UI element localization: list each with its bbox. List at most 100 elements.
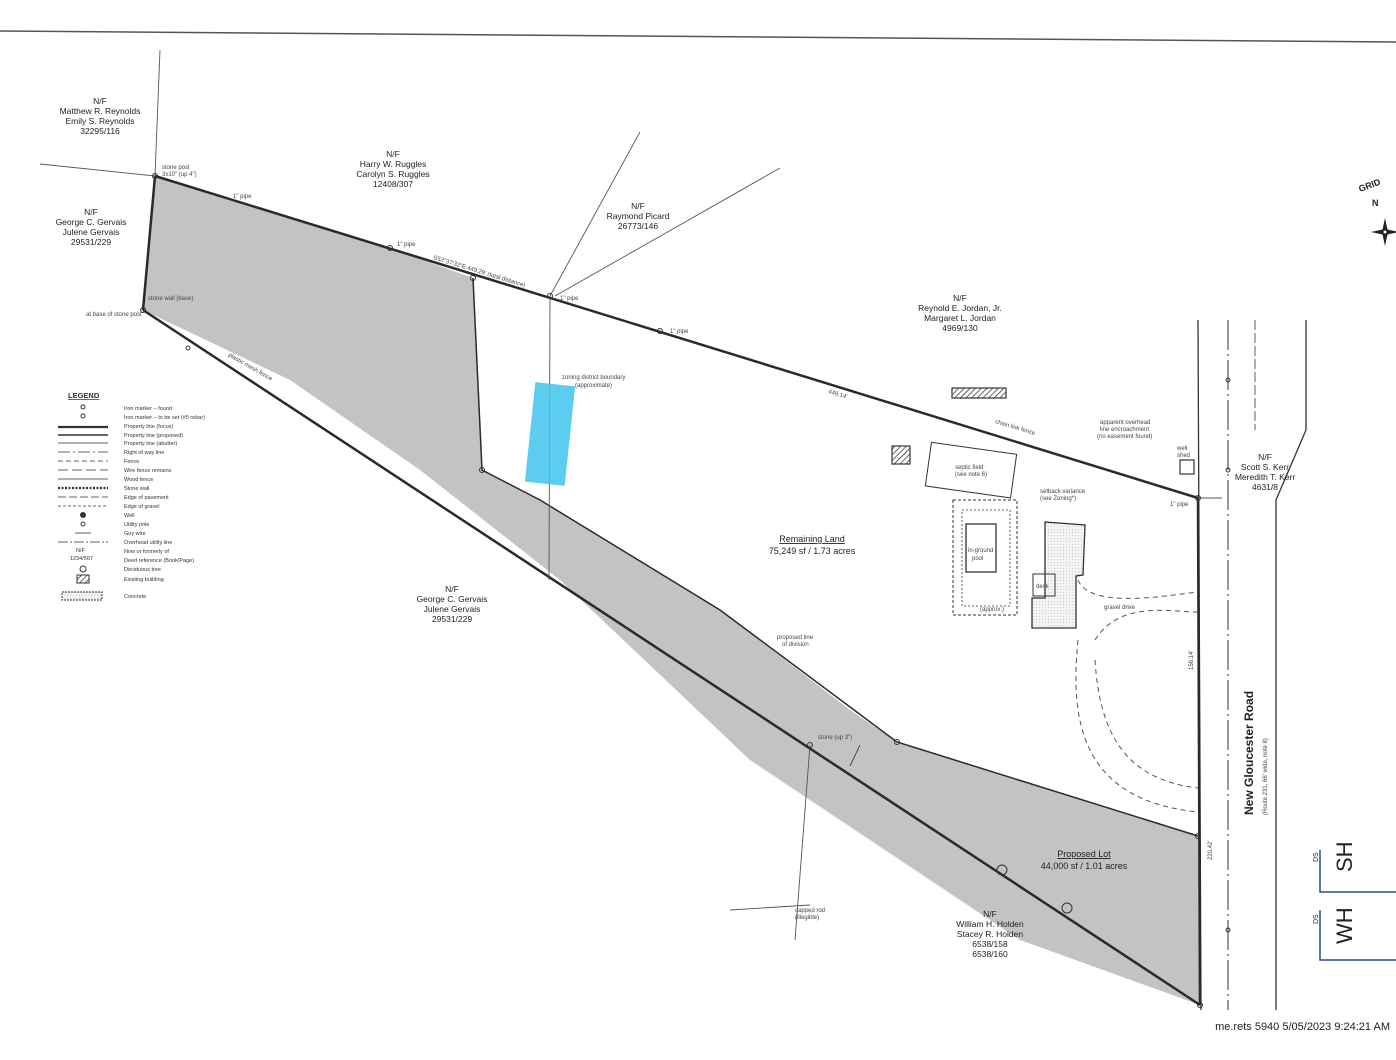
svg-text:of division: of division bbox=[782, 642, 809, 648]
svg-text:line encroachment: line encroachment bbox=[1100, 427, 1149, 433]
owner-reynolds: N/F Matthew R. Reynolds Emily S. Reynold… bbox=[60, 96, 141, 136]
svg-text:1" pipe: 1" pipe bbox=[670, 329, 689, 335]
svg-text:Deciduous tree: Deciduous tree bbox=[124, 567, 161, 573]
road-name: New Gloucester Road bbox=[1242, 691, 1256, 815]
svg-text:Harry W. Ruggles: Harry W. Ruggles bbox=[360, 159, 427, 169]
svg-text:32295/116: 32295/116 bbox=[80, 126, 120, 136]
svg-text:1" pipe: 1" pipe bbox=[560, 296, 579, 302]
proposed-lot-title: Proposed Lot bbox=[1057, 849, 1111, 859]
legend: LEGEND Iron marker – found Iron marker –… bbox=[68, 391, 205, 600]
proposed-lot-area bbox=[143, 176, 1200, 1005]
svg-text:George C. Gervais: George C. Gervais bbox=[56, 217, 127, 227]
svg-text:stone post: stone post bbox=[162, 165, 190, 171]
owner-gervais-top: N/F George C. Gervais Julene Gervais 295… bbox=[56, 207, 127, 247]
svg-text:6538/158: 6538/158 bbox=[972, 939, 1008, 949]
remaining-land-title: Remaining Land bbox=[779, 534, 845, 544]
svg-text:William H. Holden: William H. Holden bbox=[956, 919, 1024, 929]
svg-text:Now or formerly of: Now or formerly of bbox=[124, 549, 169, 555]
proposed-lot-size: 44,000 sf / 1.01 acres bbox=[1041, 861, 1128, 871]
initials-box-2: DS WH bbox=[1313, 907, 1396, 961]
svg-text:Wire fence remains: Wire fence remains bbox=[124, 468, 172, 474]
svg-text:Property line (abutter): Property line (abutter) bbox=[124, 441, 177, 447]
svg-text:DS: DS bbox=[1313, 914, 1320, 924]
svg-text:zoning district boundary: zoning district boundary bbox=[562, 375, 625, 381]
svg-text:Emily S. Reynolds: Emily S. Reynolds bbox=[66, 116, 135, 126]
north-letter: N bbox=[1372, 198, 1379, 208]
svg-text:LEGEND: LEGEND bbox=[68, 391, 100, 400]
svg-text:(see Zoning*): (see Zoning*) bbox=[1040, 496, 1076, 502]
svg-text:29531/229: 29531/229 bbox=[432, 614, 472, 624]
svg-text:Margaret L. Jordan: Margaret L. Jordan bbox=[924, 313, 996, 323]
svg-text:1234/567: 1234/567 bbox=[70, 556, 93, 562]
owner-kerr: N/F Scott S. Kerr Meredith T. Kerr 4631/… bbox=[1235, 452, 1295, 492]
svg-text:Stone wall: Stone wall bbox=[124, 486, 149, 492]
svg-text:stone (up 3"): stone (up 3") bbox=[818, 735, 852, 741]
svg-text:Stacey R. Holden: Stacey R. Holden bbox=[957, 929, 1023, 939]
svg-text:N/F: N/F bbox=[445, 584, 459, 594]
road-lines bbox=[1197, 319, 1307, 1011]
svg-text:stone wall (base): stone wall (base) bbox=[148, 296, 193, 302]
svg-text:capped rod: capped rod bbox=[795, 908, 825, 914]
svg-text:DS: DS bbox=[1313, 852, 1320, 862]
svg-text:George C. Gervais: George C. Gervais bbox=[417, 594, 488, 604]
svg-text:setback variance: setback variance bbox=[1040, 489, 1086, 495]
svg-text:Right of way line: Right of way line bbox=[124, 450, 164, 456]
svg-text:Existing building: Existing building bbox=[124, 577, 164, 583]
owner-holden: N/F William H. Holden Stacey R. Holden 6… bbox=[956, 909, 1024, 959]
watermark: me.rets 5940 5/05/2023 9:24:21 AM bbox=[1215, 1021, 1390, 1033]
svg-text:Overhead utility line: Overhead utility line bbox=[124, 540, 172, 546]
svg-text:Deed reference (Book/Page): Deed reference (Book/Page) bbox=[124, 558, 194, 564]
svg-text:N/F: N/F bbox=[386, 149, 400, 159]
owner-gervais-mid: N/F George C. Gervais Julene Gervais 295… bbox=[417, 584, 488, 624]
svg-text:chain link fence: chain link fence bbox=[994, 419, 1036, 437]
svg-text:Utility pole: Utility pole bbox=[124, 522, 149, 528]
svg-text:1" pipe: 1" pipe bbox=[1170, 502, 1189, 508]
svg-text:gravel drive: gravel drive bbox=[1104, 605, 1136, 611]
svg-text:N/F: N/F bbox=[1258, 452, 1272, 462]
svg-text:proposed line: proposed line bbox=[777, 635, 814, 641]
svg-text:6538/160: 6538/160 bbox=[972, 949, 1008, 959]
svg-text:pool: pool bbox=[972, 556, 983, 562]
svg-text:Iron marker – to be set (#5 re: Iron marker – to be set (#5 rebar) bbox=[124, 415, 205, 421]
svg-text:Julene Gervais: Julene Gervais bbox=[63, 227, 120, 237]
svg-text:in-ground: in-ground bbox=[968, 548, 993, 554]
svg-text:well: well bbox=[1176, 446, 1187, 452]
svg-text:deck: deck bbox=[1036, 584, 1050, 590]
svg-text:(approx.): (approx.) bbox=[980, 607, 1004, 613]
scan-edge bbox=[0, 30, 1396, 43]
svg-text:156.14': 156.14' bbox=[1189, 651, 1195, 671]
svg-text:Well: Well bbox=[124, 513, 135, 519]
svg-text:(see note 6): (see note 6) bbox=[955, 472, 987, 478]
svg-text:1" pipe: 1" pipe bbox=[397, 242, 416, 248]
legend-symbols bbox=[58, 404, 108, 601]
remaining-land-size: 75,249 sf / 1.73 acres bbox=[769, 546, 856, 556]
svg-text:(approximate): (approximate) bbox=[575, 383, 612, 389]
svg-text:Carolyn S. Ruggles: Carolyn S. Ruggles bbox=[356, 169, 429, 179]
north-label: GRID bbox=[1357, 177, 1382, 194]
svg-text:Guy wire: Guy wire bbox=[124, 531, 146, 537]
svg-text:Julene Gervais: Julene Gervais bbox=[424, 604, 481, 614]
svg-text:3x10" (up 4"): 3x10" (up 4") bbox=[162, 172, 197, 178]
owner-jordan: N/F Reynold E. Jordan, Jr. Margaret L. J… bbox=[918, 293, 1002, 333]
svg-text:26773/146: 26773/146 bbox=[618, 221, 658, 231]
svg-text:Iron marker – found: Iron marker – found bbox=[124, 406, 172, 412]
svg-text:Reynold E. Jordan, Jr.: Reynold E. Jordan, Jr. bbox=[918, 303, 1002, 313]
svg-text:Edge of gravel: Edge of gravel bbox=[124, 504, 159, 510]
svg-text:Matthew R. Reynolds: Matthew R. Reynolds bbox=[60, 106, 141, 116]
structures bbox=[891, 387, 1195, 629]
svg-text:Wood fence: Wood fence bbox=[124, 477, 153, 483]
svg-text:N/F: N/F bbox=[953, 293, 967, 303]
svg-text:(no easement found): (no easement found) bbox=[1097, 434, 1152, 440]
svg-text:(illegible): (illegible) bbox=[795, 915, 819, 921]
svg-text:220.42': 220.42' bbox=[1208, 841, 1214, 861]
svg-text:Fence: Fence bbox=[124, 459, 139, 465]
zoning-highlight bbox=[524, 382, 576, 486]
svg-text:Raymond Picard: Raymond Picard bbox=[607, 211, 670, 221]
svg-text:Concrete: Concrete bbox=[124, 594, 146, 600]
svg-text:septic field: septic field bbox=[955, 465, 983, 471]
svg-text:Property line (proposed): Property line (proposed) bbox=[124, 433, 183, 439]
svg-text:N/F: N/F bbox=[631, 201, 645, 211]
owner-picard: N/F Raymond Picard 26773/146 bbox=[607, 201, 670, 231]
svg-text:N/F: N/F bbox=[93, 96, 107, 106]
